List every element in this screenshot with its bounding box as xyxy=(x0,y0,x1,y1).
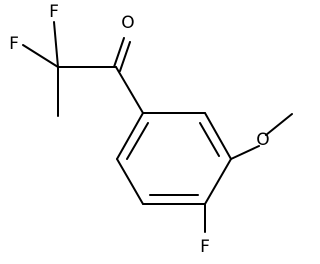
bond-carbonyl-o-a xyxy=(113,37,125,68)
bond-cf2-f1 xyxy=(53,21,59,68)
atom-label-o-carbonyl: O xyxy=(121,13,134,33)
atom-label-f-ring: F xyxy=(200,237,210,257)
ring-inner-c6-c1 xyxy=(126,122,149,160)
bond-cf2-f2 xyxy=(22,44,59,68)
ring-bond-c5-c6 xyxy=(116,158,144,205)
bond-o-methyl xyxy=(265,113,293,136)
bond-carbonyl-ring xyxy=(115,66,144,114)
atom-label-f1: F xyxy=(49,2,59,22)
ring-bond-c6-c1 xyxy=(116,112,144,160)
ring-bond-c2-c3 xyxy=(204,112,232,160)
bond-carbonyl-o-b xyxy=(119,41,131,72)
ring-inner-c2-c3 xyxy=(199,122,220,157)
bond-ring-o-methoxy xyxy=(230,145,260,160)
atom-label-o-methoxy: O xyxy=(256,130,269,150)
atom-label-f2: F xyxy=(9,34,19,54)
ring-bond-c3-c4 xyxy=(204,158,232,205)
chemical-structure-drawing: F F O O F xyxy=(9,2,293,257)
